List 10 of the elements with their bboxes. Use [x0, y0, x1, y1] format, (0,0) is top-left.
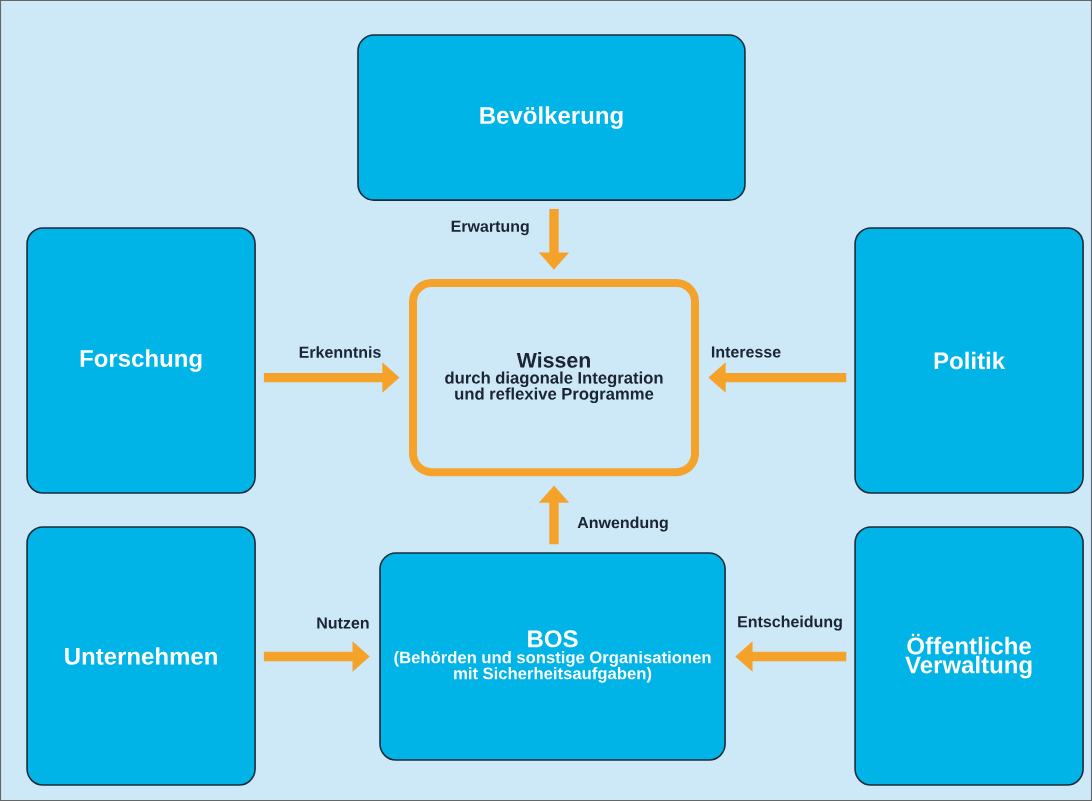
- process-box: Bevölkerung: [357, 34, 746, 201]
- knowledge-box: Wissen durch diagonale Integration und reflexive Programme: [409, 279, 699, 477]
- edge-label: Nutzen: [314, 615, 372, 631]
- edge-label: Interesse: [708, 344, 784, 360]
- process-box: Unternehmen: [26, 526, 256, 786]
- edge-label: Erkenntnis: [296, 344, 384, 360]
- process-box: BOS (Behörden und sonstige Organisationen mit Sicherheitsaufgaben): [379, 552, 726, 761]
- process-box: Forschung: [26, 227, 256, 494]
- process-box: Öffentliche Verwaltung: [854, 526, 1084, 786]
- process-box: Politik: [854, 227, 1084, 494]
